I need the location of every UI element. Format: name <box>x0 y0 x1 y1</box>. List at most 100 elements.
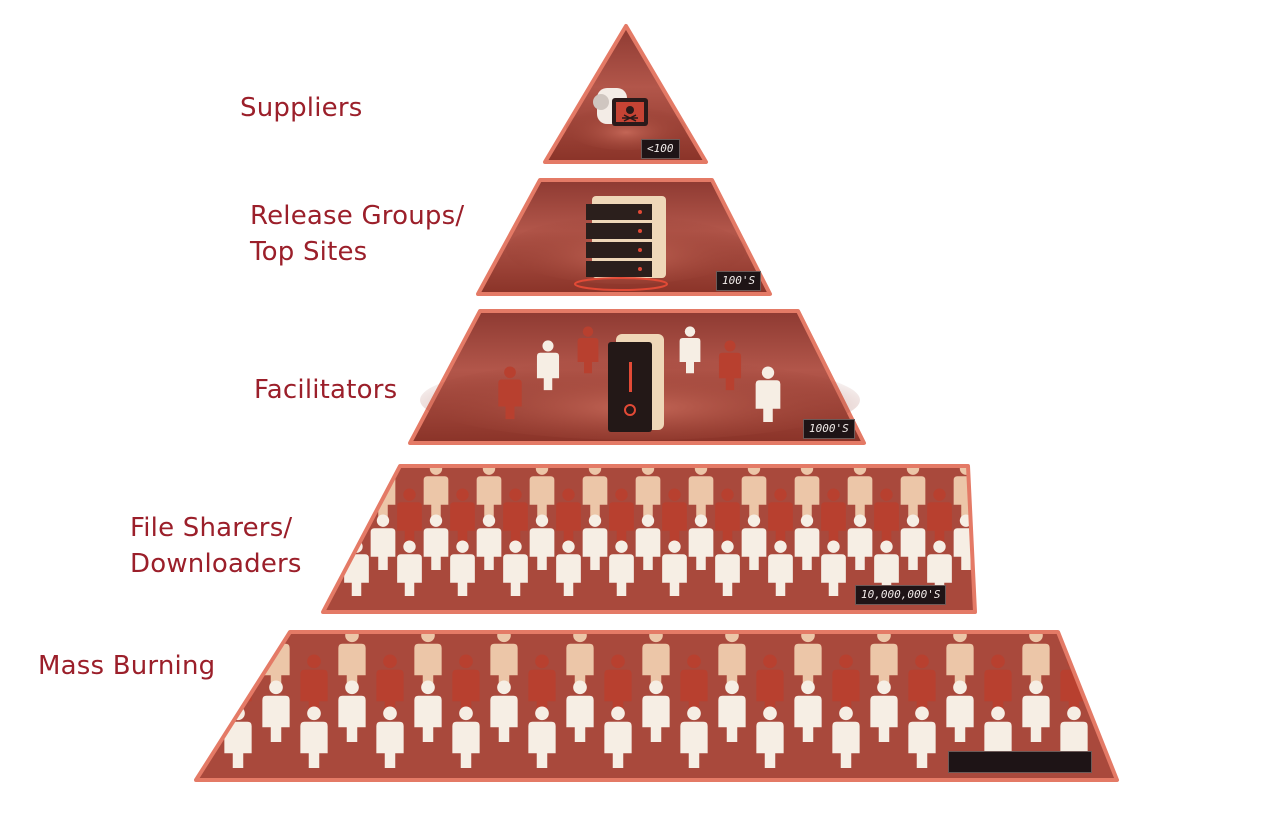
count-badge-mass-burning <box>948 751 1092 773</box>
person-icon <box>452 654 480 716</box>
person-icon <box>566 632 594 690</box>
person-icon <box>528 654 556 716</box>
person-icon <box>768 540 793 597</box>
label-line: Facilitators <box>254 375 398 405</box>
person-icon <box>756 706 784 768</box>
crowd-icon <box>323 466 975 597</box>
person-icon <box>847 466 873 519</box>
label-line: File Sharers/ <box>130 513 293 543</box>
person-icon <box>680 654 708 716</box>
count-badge-release-groups: 100'S <box>716 271 762 291</box>
person-icon <box>609 540 634 597</box>
person-icon <box>323 466 343 519</box>
camera-tablet-skull-icon <box>593 88 648 126</box>
person-icon <box>794 514 820 571</box>
tier-label-facilitators: Facilitators <box>254 372 397 408</box>
person-icon <box>529 514 555 571</box>
person-icon <box>566 680 594 742</box>
person-icon <box>452 706 480 768</box>
person-icon <box>662 540 687 597</box>
person-icon <box>642 680 670 742</box>
person-icon <box>196 680 214 742</box>
tier-release-groups <box>476 178 772 296</box>
person-icon <box>821 540 846 597</box>
person-icon <box>946 632 974 690</box>
person-icon <box>397 488 422 545</box>
person-icon <box>397 540 422 597</box>
person-icon <box>718 632 746 690</box>
person-icon <box>370 514 396 571</box>
person-icon <box>794 680 822 742</box>
person-icon <box>609 488 634 545</box>
people-group <box>498 326 781 423</box>
person-icon <box>450 488 475 545</box>
tier-label-mass-burning: Mass Burning <box>38 648 215 684</box>
person-icon <box>528 706 556 768</box>
person-icon <box>376 654 404 716</box>
tier-file-sharers <box>321 464 977 614</box>
tier-facilitators <box>408 309 866 445</box>
person-icon <box>908 654 936 716</box>
tier-suppliers <box>543 24 708 164</box>
person-icon <box>794 632 822 690</box>
person-icon <box>635 514 661 571</box>
person-icon <box>794 466 820 519</box>
count-badge-file-sharers: 10,000,000'S <box>855 585 947 605</box>
person-icon <box>688 514 714 571</box>
person-icon <box>476 514 502 571</box>
person-icon <box>680 706 708 768</box>
person-icon <box>338 632 366 690</box>
person-icon <box>556 488 581 545</box>
label-line: Downloaders <box>130 549 302 579</box>
tier-label-suppliers: Suppliers <box>240 90 362 126</box>
person-icon <box>741 514 767 571</box>
person-icon <box>1098 632 1117 690</box>
label-line: Release Groups/ <box>250 201 465 231</box>
person-icon <box>323 514 343 571</box>
person-icon <box>984 706 1012 768</box>
person-icon <box>414 680 442 742</box>
person-icon <box>832 706 860 768</box>
person-icon <box>718 340 742 391</box>
label-line: Top Sites <box>250 237 368 267</box>
person-icon <box>476 466 502 519</box>
server-stack-icon <box>574 196 668 291</box>
person-icon <box>582 466 608 519</box>
person-icon <box>741 466 767 519</box>
label-line: Suppliers <box>240 93 363 123</box>
label-line: Mass Burning <box>38 651 216 681</box>
tier-label-file-sharers: File Sharers/ Downloaders <box>130 510 302 582</box>
person-icon <box>927 540 952 597</box>
person-icon <box>490 632 518 690</box>
person-icon <box>300 654 328 716</box>
person-icon <box>832 654 860 716</box>
person-icon <box>1098 680 1117 742</box>
person-icon <box>582 514 608 571</box>
person-icon <box>635 466 661 519</box>
person-icon <box>688 466 714 519</box>
person-icon <box>536 340 560 391</box>
person-icon <box>715 488 740 545</box>
person-icon <box>756 654 784 716</box>
person-icon <box>927 488 952 545</box>
person-icon <box>604 654 632 716</box>
person-icon <box>1060 706 1088 768</box>
person-icon <box>338 680 366 742</box>
person-icon <box>662 488 687 545</box>
person-icon <box>984 654 1012 716</box>
person-icon <box>642 632 670 690</box>
person-icon <box>376 706 404 768</box>
person-icon <box>423 514 449 571</box>
count-badge-facilitators: 1000'S <box>803 419 855 439</box>
person-icon <box>900 466 926 519</box>
person-icon <box>529 466 555 519</box>
person-icon <box>300 706 328 768</box>
person-icon <box>874 488 899 545</box>
person-icon <box>1022 680 1050 742</box>
person-icon <box>450 540 475 597</box>
server-tower-icon <box>608 334 664 432</box>
person-icon <box>715 540 740 597</box>
person-icon <box>604 706 632 768</box>
person-icon <box>498 366 522 420</box>
